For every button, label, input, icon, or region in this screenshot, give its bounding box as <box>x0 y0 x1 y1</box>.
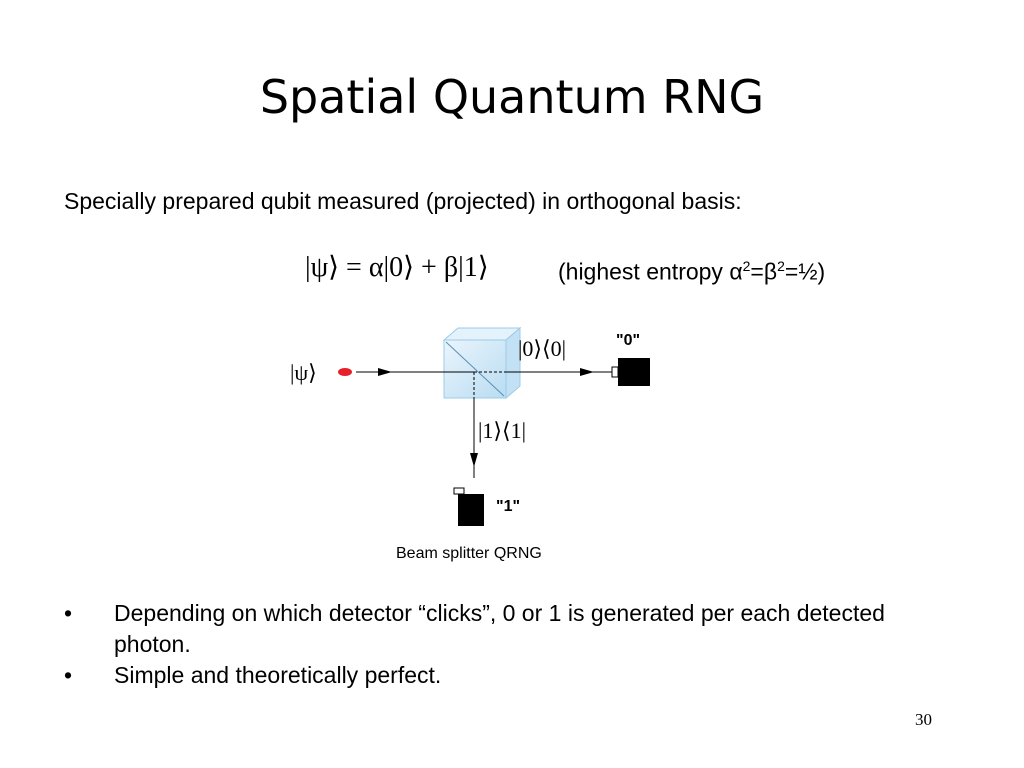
diagram-caption: Beam splitter QRNG <box>396 545 542 562</box>
diagram-svg <box>338 326 650 526</box>
detector-0 <box>611 358 650 386</box>
entropy-note: (highest entropy α2=β2=½) <box>558 258 825 286</box>
note-mid: =β <box>750 258 778 285</box>
note-suffix: =½) <box>784 258 826 285</box>
detector-0-label: "0" <box>616 332 641 349</box>
projector-0-label: |0⟩⟨0| <box>518 336 566 361</box>
detector-0-body <box>618 358 650 386</box>
bullet-item: Depending on which detector “clicks”, 0 … <box>64 598 964 660</box>
reflected-arrow-icon <box>470 453 478 467</box>
input-state-label: |ψ⟩ <box>290 360 317 385</box>
state-equation: |ψ⟩ = α|0⟩ + β|1⟩ <box>305 252 489 283</box>
splitter-diagonal <box>445 341 505 397</box>
detector-0-window <box>611 366 619 378</box>
detector-1-body <box>458 494 484 526</box>
note-sup-1: 2 <box>742 258 751 274</box>
bullet-list: Depending on which detector “clicks”, 0 … <box>64 598 964 691</box>
note-prefix: (highest entropy α <box>558 258 743 285</box>
projector-1-label: |1⟩⟨1| <box>478 418 526 443</box>
slide-title: Spatial Quantum RNG <box>259 70 765 124</box>
intro-text: Specially prepared qubit measured (proje… <box>64 188 742 214</box>
detector-1-label: "1" <box>496 498 521 515</box>
transmitted-arrow-icon <box>580 368 594 376</box>
bullet-item: Simple and theoretically perfect. <box>64 660 964 691</box>
beam-splitter-diagram: |ψ⟩ |0⟩⟨0| |1⟩⟨1| "0" "1" <box>280 320 680 550</box>
input-arrow-icon <box>378 368 392 376</box>
photon-dot <box>338 368 352 376</box>
detector-1-window <box>453 487 465 495</box>
note-sup-2: 2 <box>777 258 785 274</box>
beam-splitter <box>442 326 522 400</box>
page-number: 30 <box>915 710 932 729</box>
detector-1 <box>453 487 484 526</box>
